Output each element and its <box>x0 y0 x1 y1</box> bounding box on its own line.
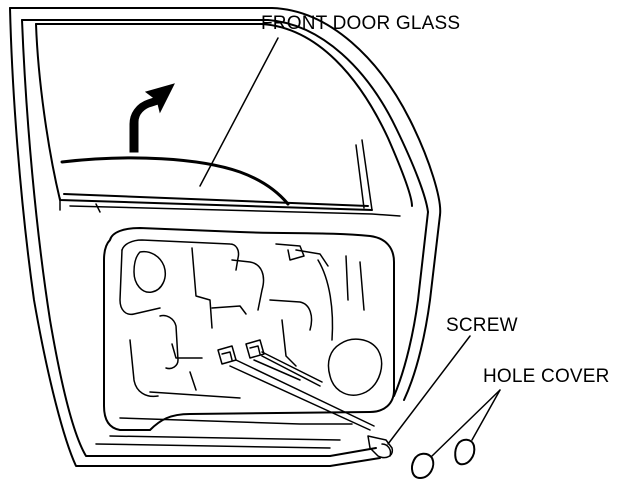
hole-cover-icon <box>411 438 476 479</box>
front-door-glass-label: FRONT DOOR GLASS <box>261 13 461 34</box>
up-arrow-icon <box>129 83 175 153</box>
door-glass-edge <box>60 156 290 206</box>
door-outer-frame <box>9 7 442 467</box>
hole-cover-label: HOLE COVER <box>483 366 610 387</box>
window-frame <box>35 23 413 211</box>
screw-label: SCREW <box>446 315 518 336</box>
screw-icon <box>367 435 394 459</box>
inner-panel <box>95 227 395 449</box>
leader-lines <box>199 37 501 457</box>
sight-lines <box>229 351 375 431</box>
glass-bolts <box>217 339 265 365</box>
belt-line <box>63 193 401 217</box>
